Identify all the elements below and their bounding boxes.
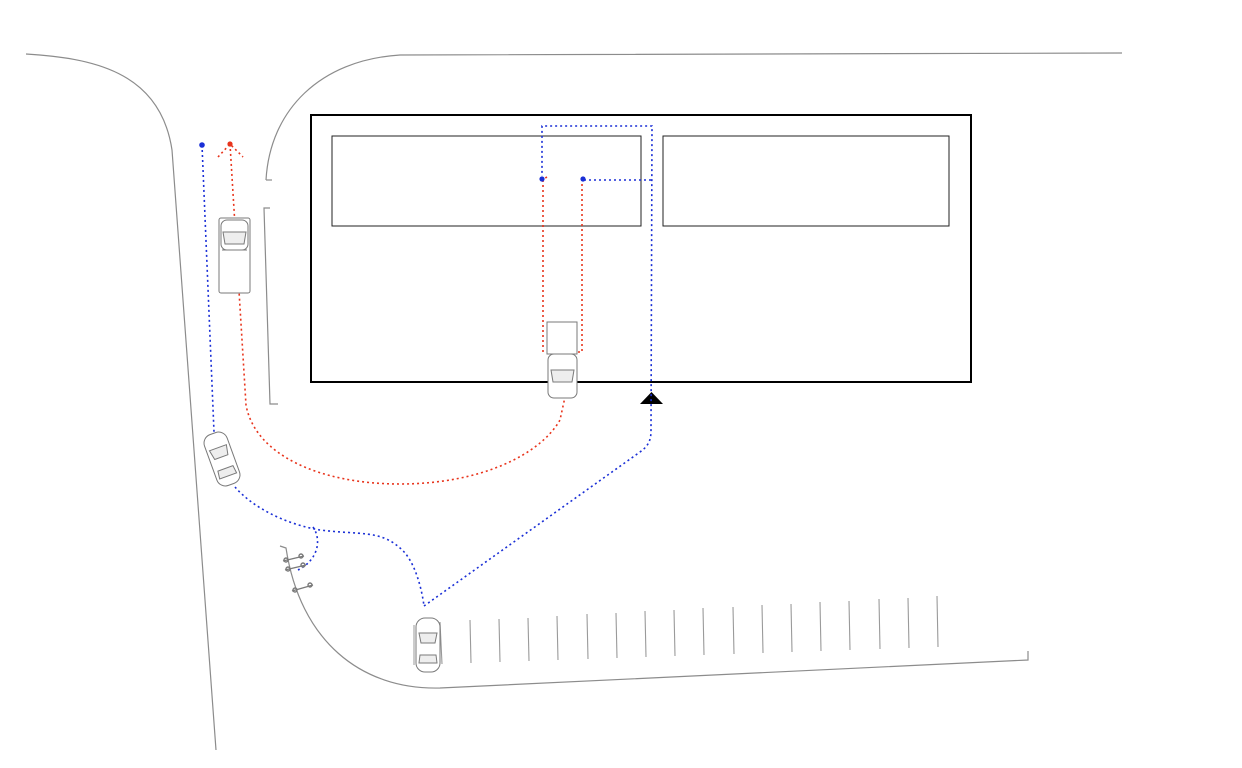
route-blue-path-lot: [234, 486, 425, 607]
lot-south-edge: [279, 545, 1029, 689]
route-red-endpoint: [227, 141, 233, 147]
bicycle-icon: [284, 562, 307, 572]
bicycle-icon: [291, 582, 314, 593]
route-blue-path-west: [201, 144, 215, 433]
entrance-triangle-icon: [640, 392, 663, 404]
bicycle-icon: [282, 553, 305, 563]
route-red-path-main: [229, 143, 566, 485]
route-blue-endpoint-room-b: [580, 176, 586, 182]
west-road-edge: [25, 53, 217, 751]
bicycle-icons: [282, 553, 314, 593]
truck-icon-road: [218, 217, 251, 294]
building-outline: [310, 114, 972, 383]
parking-stalls: [439, 595, 939, 665]
route-red-arrowhead: [217, 142, 244, 158]
car-icon-road: [203, 431, 241, 487]
room-left: [331, 135, 642, 227]
route-red-path-return: [578, 180, 583, 353]
route-blue-endpoint-room-a: [539, 176, 545, 182]
road-edges: [25, 52, 1123, 751]
truck-icon-dock: [546, 321, 578, 399]
sidewalk-edge: [263, 207, 278, 405]
route-blue-endpoint-west: [199, 142, 205, 148]
car-icon-parked: [413, 617, 441, 673]
north-road-edge: [265, 52, 1123, 181]
route-blue: [201, 125, 653, 607]
room-right: [662, 135, 950, 227]
route-blue-path-entrance: [423, 125, 653, 607]
route-red: [217, 142, 583, 485]
